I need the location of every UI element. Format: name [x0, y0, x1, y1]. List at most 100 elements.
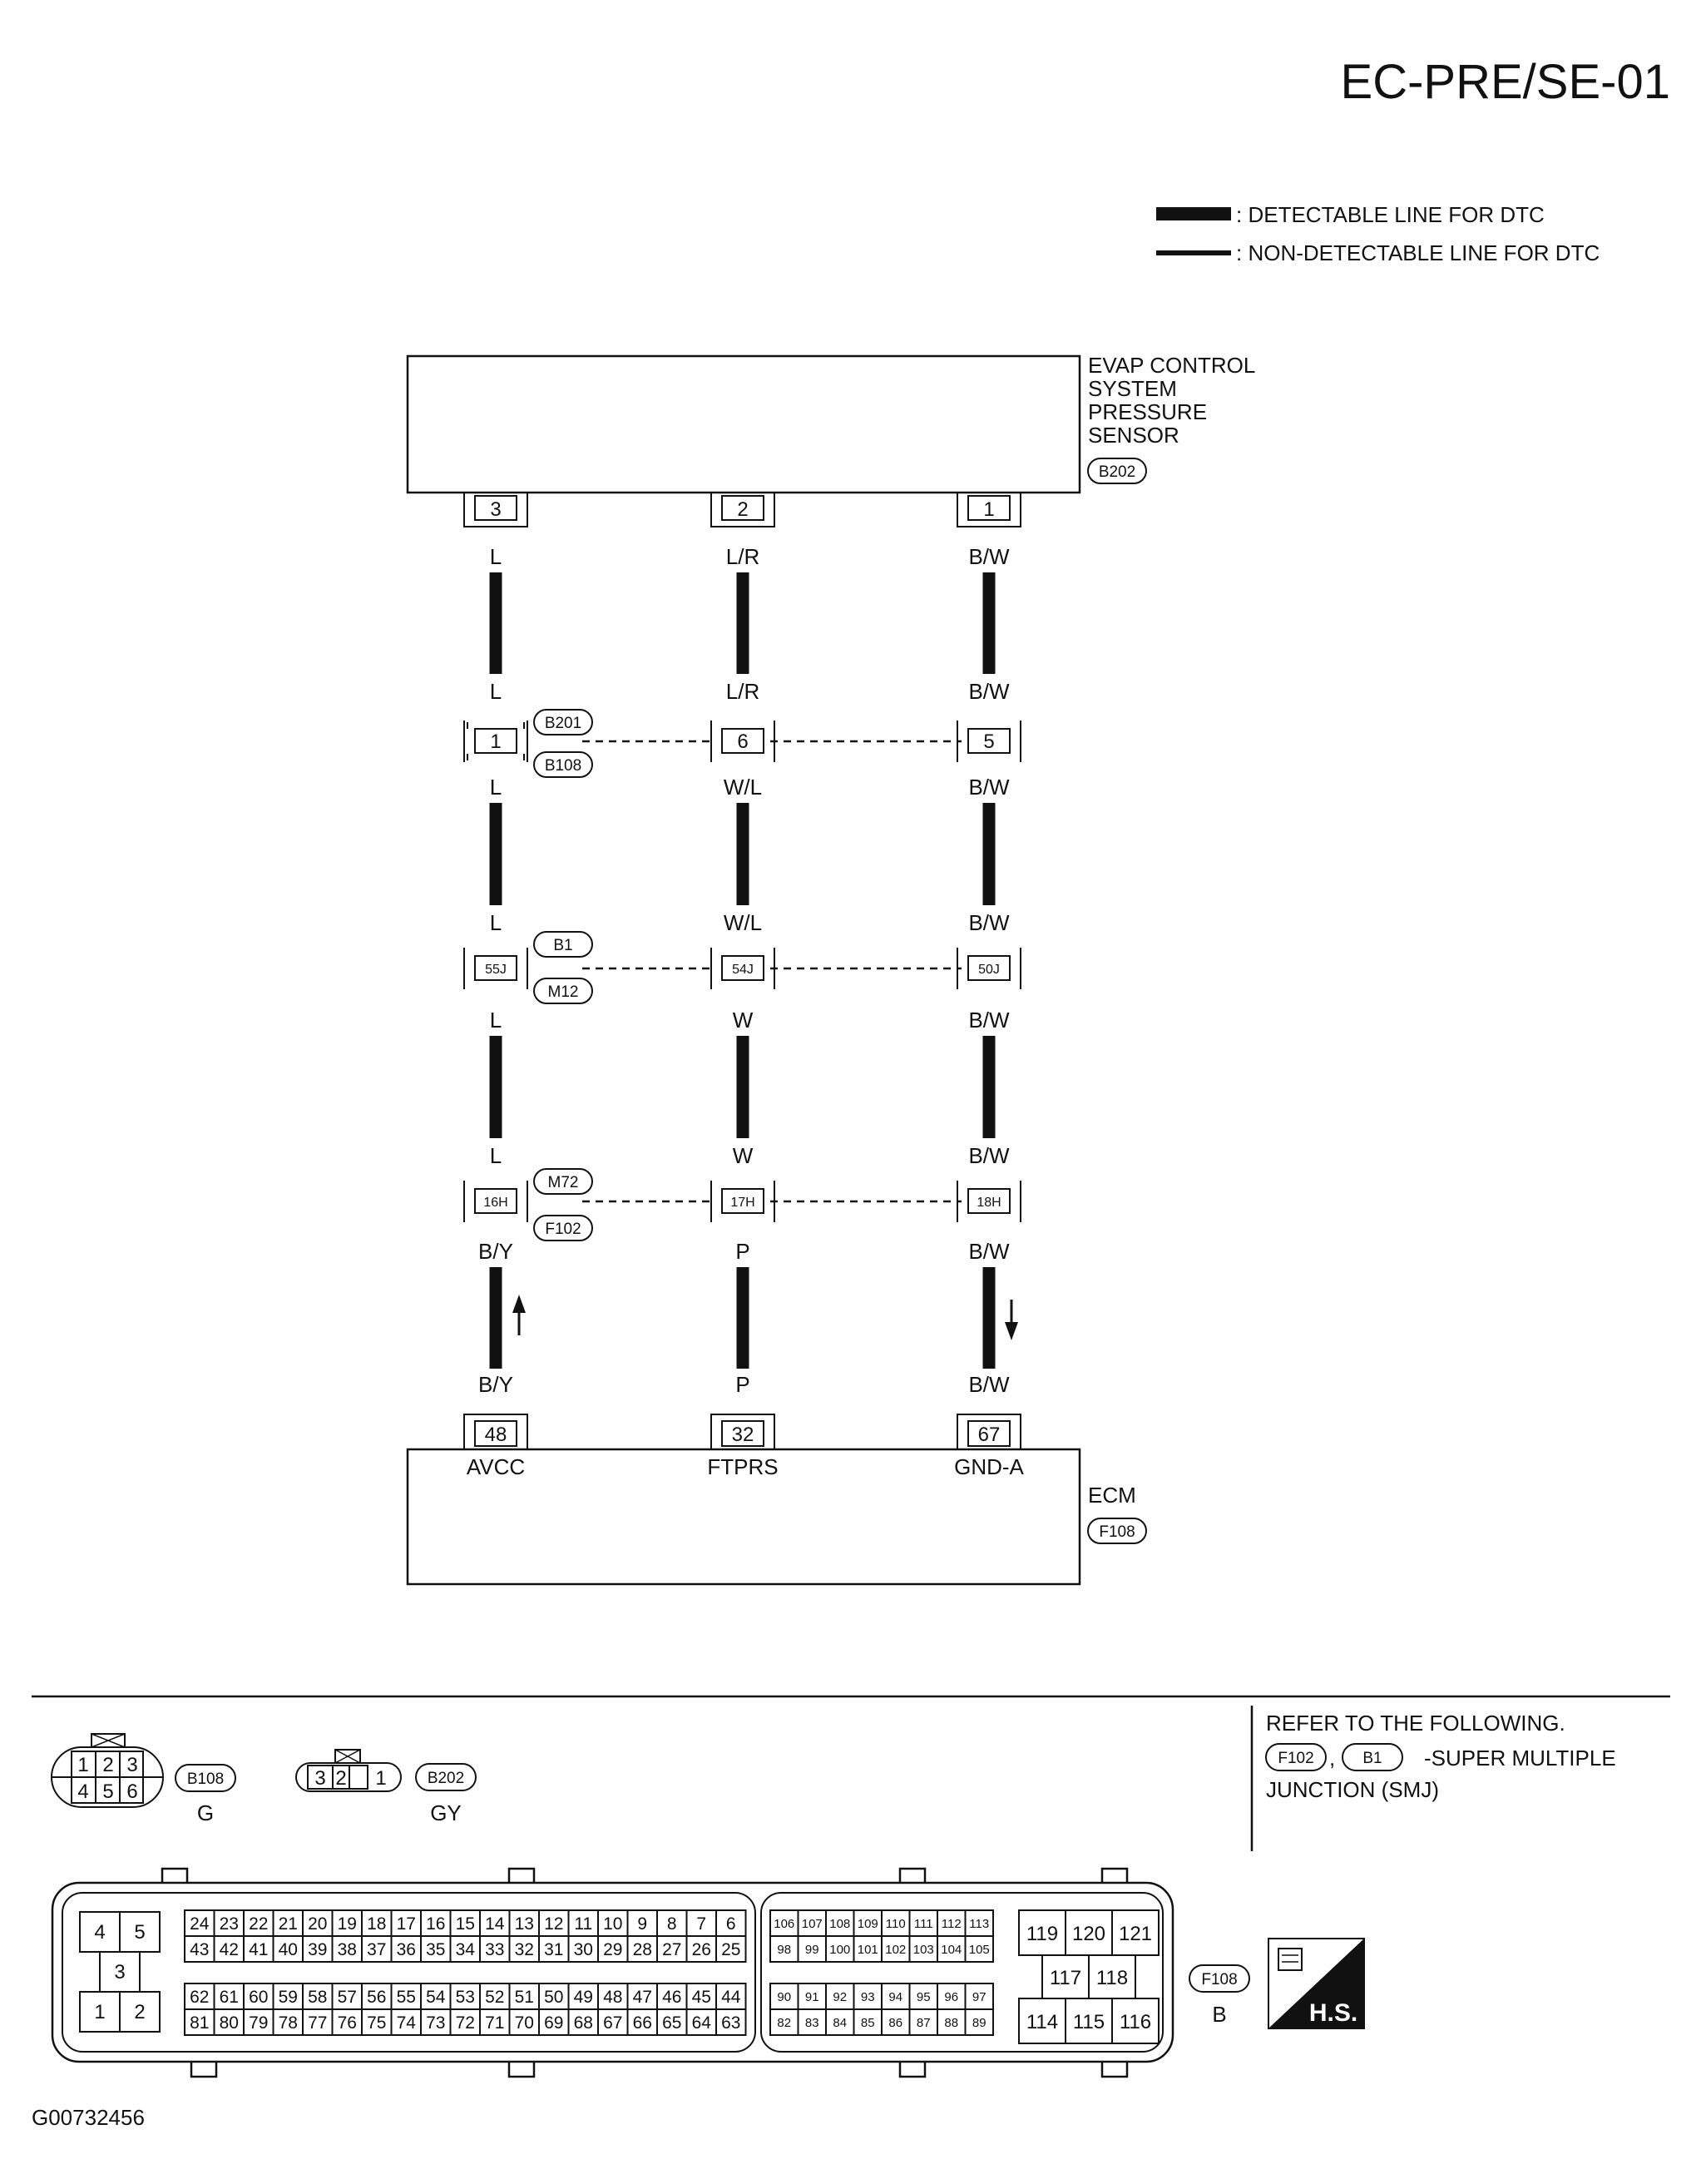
wire-color-label: W: [733, 1143, 754, 1168]
f108-pin: 15: [456, 1914, 475, 1934]
f108-pin: 100: [829, 1943, 850, 1957]
wire-color-labels-gnd: B/W B/W B/W B/W B/W B/W B/W B/W: [968, 544, 1010, 1397]
f108-pin: 72: [456, 2013, 475, 2033]
f108-pin: 74: [397, 2013, 417, 2033]
b108-badge: [175, 1764, 236, 1792]
arrow-down-icon: [1005, 1322, 1018, 1340]
junction-2-upper-id: B1: [553, 937, 572, 954]
refer-conn-2-badge: [1342, 1743, 1403, 1771]
f108-pin: 40: [279, 1940, 298, 1959]
ecm-pin-box: [721, 1420, 764, 1447]
sensor-connector-id: B202: [1099, 463, 1135, 481]
ecm-connector-badge: [1087, 1518, 1147, 1544]
f108-pin: 18: [367, 1914, 386, 1934]
b108-pin: 2: [102, 1754, 113, 1776]
b108-pin: 6: [126, 1780, 137, 1803]
junction-pin-housing: [463, 1181, 528, 1222]
f108-pin: 71: [485, 2013, 504, 2033]
refer-line-2: -SUPER MULTIPLE: [1424, 1746, 1616, 1770]
junction-pin-housing: [710, 721, 775, 762]
f108-pin: 119: [1026, 1923, 1058, 1945]
f108-tabs: [161, 1867, 1129, 2078]
f108-pin-cell: [1111, 1998, 1160, 2044]
f108-pin: 23: [220, 1914, 239, 1934]
f108-pin: 83: [805, 2016, 819, 2030]
legend-non-detectable-label: : NON-DETECTABLE LINE FOR DTC: [1236, 240, 1600, 265]
f108-pin: 42: [220, 1940, 239, 1959]
junction-2-lower-id: M12: [548, 983, 579, 1001]
f108-right-inner: [760, 1892, 1164, 2053]
f108-pin: 116: [1120, 2011, 1151, 2033]
ecm-signal-avcc: AVCC: [467, 1454, 525, 1479]
junction-pin-box: [721, 955, 764, 981]
wire-color-label: L: [490, 1008, 502, 1033]
sensor-label: EVAP CONTROL SYSTEM PRESSURE SENSOR: [1088, 353, 1255, 448]
f108-pin: 4: [94, 1921, 105, 1944]
f108-pin: 9: [637, 1914, 647, 1934]
junction-pin-box: [967, 728, 1011, 754]
junction-1-upper-badge: [533, 709, 593, 735]
f108-pin: 114: [1026, 2011, 1058, 2033]
f108-pin: 117: [1050, 1967, 1081, 1989]
wires: [489, 572, 996, 1369]
junction-pin-box: [474, 955, 517, 981]
wire-color-label: B/W: [968, 775, 1010, 800]
f108-pin: 2: [134, 2001, 145, 2023]
f108-pin: 56: [367, 1988, 386, 2007]
ecm-pin-box: [967, 1420, 1011, 1447]
f108-pin: 94: [888, 1990, 902, 2004]
sensor-label-line-4: SENSOR: [1088, 423, 1179, 448]
refer-conn-1: F102: [1278, 1750, 1313, 1767]
refer-separator: ,: [1329, 1746, 1335, 1770]
sensor-pin-2: 2: [737, 498, 748, 521]
f108-pin: 27: [662, 1940, 681, 1959]
f108-pin: 79: [249, 2013, 268, 2033]
ecm-pin-box: [474, 1420, 517, 1447]
f108-pin: 113: [969, 1917, 989, 1931]
f108-pin: 1: [94, 2001, 105, 2023]
f108-pin: 58: [308, 1988, 327, 2007]
f108-pin: 13: [515, 1914, 534, 1934]
wire-color-labels-avcc: L L L L L L B/Y B/Y: [478, 544, 513, 1397]
f108-pin: 95: [917, 1990, 931, 2004]
ecm-pin-housing: [710, 1414, 775, 1449]
junction-pin-3-col-ftprs: 17H: [730, 1196, 754, 1210]
b108-color: G: [197, 1800, 214, 1825]
legend: : DETECTABLE LINE FOR DTC : NON-DETECTAB…: [1156, 202, 1600, 265]
f108-pin: 24: [190, 1914, 210, 1934]
f108-pin: 87: [917, 2016, 931, 2030]
f108-pin: 39: [308, 1940, 327, 1959]
b108-latch-mark: [91, 1733, 126, 1748]
junction-pin-housing: [710, 1181, 775, 1222]
b108-connector-view: 1 2 3 4 5 6 B108 G: [51, 1733, 236, 1825]
f108-pin: 73: [426, 2013, 445, 2033]
junction-1-lower-id: B108: [545, 757, 581, 775]
arrow-up-icon: [512, 1295, 526, 1313]
sensor-connector-badge: [1087, 458, 1147, 484]
junction-3-upper-badge: [533, 1168, 593, 1195]
f108-pin: 34: [456, 1940, 476, 1959]
f108-pin: 14: [485, 1914, 505, 1934]
f108-pin: 60: [249, 1988, 268, 2007]
ecm-pin-housing: [463, 1414, 528, 1449]
f108-pin: 38: [338, 1940, 357, 1959]
f108-pin: 99: [805, 1943, 819, 1957]
junction-pin-box: [721, 728, 764, 754]
f108-pin-cell: [964, 2008, 994, 2036]
junction-pin-housing: [463, 721, 528, 762]
wire-color-label: B/Y: [478, 1372, 513, 1397]
wire-color-label: B/W: [968, 1372, 1010, 1397]
f108-pin-cell: [715, 1935, 747, 1963]
f108-pin: 26: [692, 1940, 711, 1959]
f108-pin: 88: [944, 2016, 958, 2030]
f108-pin: 5: [134, 1921, 145, 1944]
f108-pin: 21: [279, 1914, 298, 1934]
wire-color-label: W/L: [724, 775, 762, 800]
refer-line-1: REFER TO THE FOLLOWING.: [1266, 1711, 1565, 1736]
junction-pin-housing: [957, 948, 1021, 989]
wire-color-label: L: [490, 544, 502, 569]
refer-conn-2: B1: [1362, 1750, 1382, 1767]
f108-pin: 81: [190, 2013, 209, 2033]
b108-id: B108: [187, 1770, 224, 1788]
